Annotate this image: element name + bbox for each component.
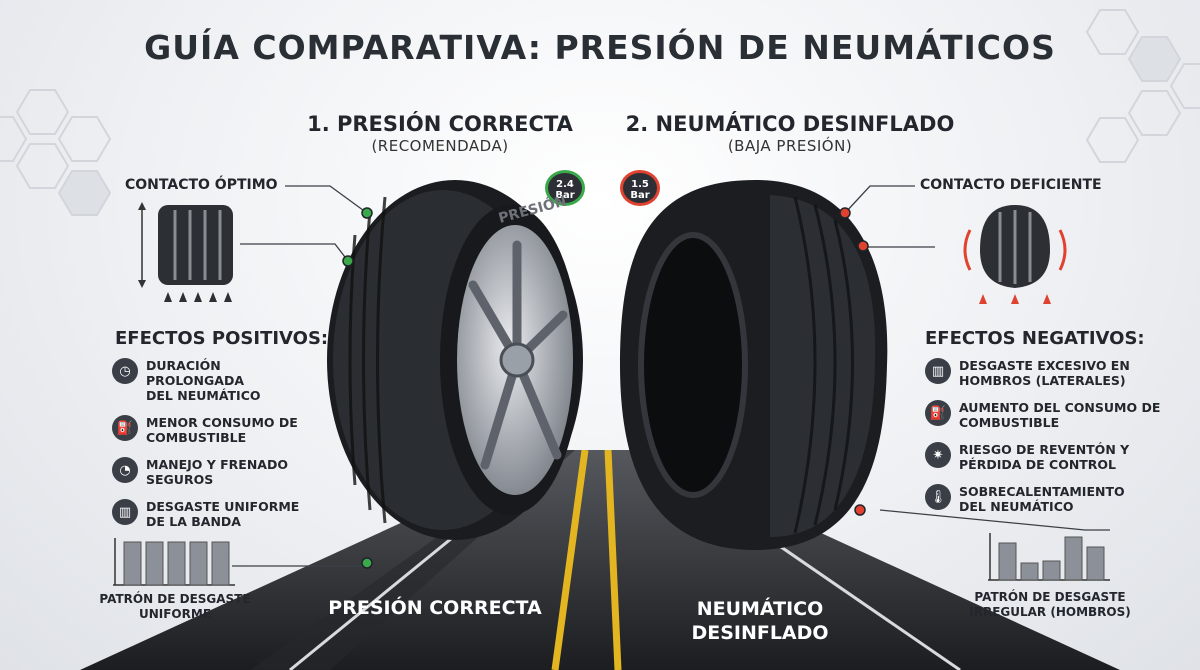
pressure-gauge-correct: 2.4 Bar [545,170,585,206]
list-item: ◷DURACIÓN PROLONGADA DEL NEUMÁTICO [112,358,322,403]
negative-effects-heading: EFECTOS NEGATIVOS: [925,328,1145,349]
left-heading: 1. PRESIÓN CORRECTA [307,112,573,136]
right-subheading: (BAJA PRESIÓN) [727,137,853,155]
clock-icon: ◷ [112,358,138,384]
list-item: ✷RIESGO DE REVENTÓN Y PÉRDIDA DE CONTROL [925,442,1165,472]
fuel-pump-icon: ⛽ [112,415,138,441]
irregular-wear-pattern-icon [988,533,1110,581]
contact-patch-deficient-icon [963,205,1067,304]
tire-correct-pressure: PRESIÓN [327,180,583,540]
list-item: ▥DESGASTE UNIFORME DE LA BANDA [112,499,322,529]
list-item: ⛽MENOR CONSUMO DE COMBUSTIBLE [112,415,322,445]
list-item: 🌡SOBRECALENTAMIENTO DEL NEUMÁTICO [925,484,1165,514]
gauge-value: 1.5 [631,179,649,190]
gauge-value: 2.4 [556,179,574,190]
list-item: ▥DESGASTE EXCESIVO EN HOMBROS (LATERALES… [925,358,1165,388]
list-item: ⛽AUMENTO DEL CONSUMO DE COMBUSTIBLE [925,400,1165,430]
right-contact-label: CONTACTO DEFICIENTE [920,177,1102,193]
left-subheading: (RECOMENDADA) [371,137,509,155]
road-label-deflated: NEUMÁTICO DESINFLADO [691,598,829,644]
speedometer-icon: ◔ [112,457,138,483]
list-item: ◔MANEJO Y FRENADO SEGUROS [112,457,322,487]
tread-icon: ▥ [925,358,951,384]
positive-effects-heading: EFECTOS POSITIVOS: [115,328,329,349]
page-title: GUÍA COMPARATIVA: PRESIÓN DE NEUMÁTICOS [144,28,1056,67]
irregular-wear-caption: PATRÓN DE DESGASTE IRREGULAR (HOMBROS) [969,590,1131,619]
blowout-icon: ✷ [925,442,951,468]
gauge-unit: Bar [630,190,650,201]
contact-patch-optimal-icon [138,202,233,302]
uniform-wear-pattern-icon [113,538,235,586]
left-contact-label: CONTACTO ÓPTIMO [125,177,278,193]
positive-effects-list: ◷DURACIÓN PROLONGADA DEL NEUMÁTICO ⛽MENO… [112,358,322,529]
gauge-unit: Bar [555,190,575,201]
hexagon-pattern-right [1085,9,1200,163]
right-heading: 2. NEUMÁTICO DESINFLADO [625,112,955,136]
hexagon-pattern-left [0,89,112,216]
road-label-correct: PRESIÓN CORRECTA [328,597,542,619]
fuel-pump-icon: ⛽ [925,400,951,426]
tire-deflated [620,180,888,550]
tread-icon: ▥ [112,499,138,525]
negative-effects-list: ▥DESGASTE EXCESIVO EN HOMBROS (LATERALES… [925,358,1165,514]
thermometer-icon: 🌡 [925,484,951,510]
uniform-wear-caption: PATRÓN DE DESGASTE UNIFORME [99,592,251,621]
pressure-gauge-low: 1.5 Bar [620,170,660,206]
